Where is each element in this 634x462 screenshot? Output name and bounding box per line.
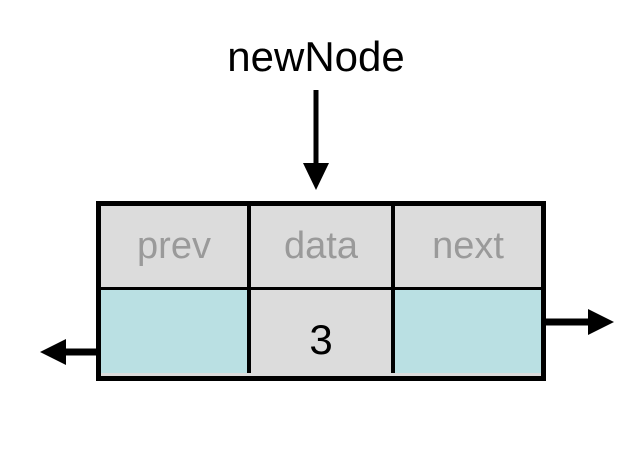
field-label-next: next (395, 206, 541, 287)
node-field-values-row: 3 (101, 290, 541, 373)
field-value-prev (101, 290, 247, 373)
field-label-data: data (247, 206, 395, 287)
field-value-next (395, 290, 541, 373)
field-value-data: 3 (247, 290, 395, 373)
node-box: prev data next 3 (96, 201, 546, 381)
node-field-labels-row: prev data next (101, 206, 541, 290)
pointer-label-newnode: newNode (227, 33, 405, 80)
newnode-pointer-arrow (303, 90, 329, 190)
field-label-prev: prev (101, 206, 247, 287)
